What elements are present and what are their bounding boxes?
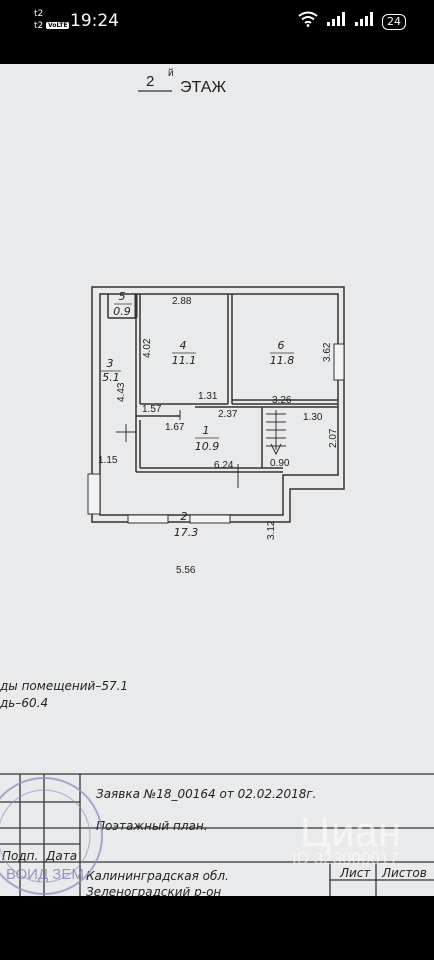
plan-type: Поэтажный план. (96, 819, 208, 833)
signal-icon (354, 12, 374, 31)
battery-indicator: 24 (382, 13, 406, 30)
watermark-id: ID 323000017 (292, 849, 399, 868)
dimension-label: 4.43 (116, 382, 127, 402)
room-area: 11.1 (172, 354, 197, 367)
dimension-label: 1.67 (165, 422, 185, 433)
status-bar: t2 t2 VoLTE 19:24 (0, 0, 434, 64)
dimension-label: 3.26 (272, 395, 292, 406)
room-area: 11.8 (270, 354, 295, 367)
staircase (266, 410, 286, 456)
dimension-label: 3.62 (322, 342, 333, 362)
watermark-brand: Циан (300, 808, 401, 855)
seal-stamp: ВОИД ЗЕМ (0, 777, 103, 895)
room-number: 5 (119, 290, 126, 303)
floor-label: ЭТАЖ (180, 79, 226, 96)
windows (87, 343, 345, 524)
area-notes: ды помещений–57.1 дь–60.4 (0, 679, 128, 710)
dimension-label: 1.30 (303, 412, 323, 423)
dimension-label: 6.24 (214, 460, 234, 471)
dimension-label: 2.88 (172, 296, 192, 307)
room-number: 4 (180, 339, 187, 352)
seal-text: ВОИД ЗЕМ (6, 866, 84, 883)
address-district: Зеленоградский р-он (86, 885, 221, 896)
watermark: Циан ID 323000017 (292, 808, 401, 868)
dimension-label: 2.37 (218, 409, 238, 420)
room-area: 0.9 (113, 305, 131, 318)
floor-title: 2 й ЭТАЖ (138, 68, 226, 96)
column-signature: Подп. (2, 849, 38, 863)
room-area: 5.1 (102, 371, 120, 384)
carrier-label: t2 (34, 21, 44, 31)
dimension-label: 5.56 (176, 565, 196, 576)
room-labels: 5 0.9 4 11.1 6 11.8 3 5.1 1 10.9 2 17.3 (101, 290, 294, 539)
column-date: Дата (45, 849, 77, 863)
room-number: 1 (203, 424, 210, 437)
room-number: 3 (107, 357, 114, 370)
room-number: 2 (181, 510, 188, 523)
room-area: 17.3 (174, 526, 199, 539)
dimension-label: 1.57 (142, 404, 162, 415)
dimension-labels: 2.88 4.02 3.62 4.43 1.31 3.26 1.57 2.37 … (98, 296, 339, 576)
dimension-label: 4.02 (142, 338, 153, 358)
dimension-label: 0.90 (270, 458, 290, 469)
sheets-label: Листов (381, 866, 427, 880)
floor-plan-image: 2 й ЭТАЖ (0, 64, 434, 896)
dimension-label: 2.07 (328, 428, 339, 448)
stamp-table-text: Заявка №18_00164 от 02.02.2018г. Поэтажн… (2, 787, 427, 896)
door-marks (116, 410, 239, 488)
carrier-label: t2 (34, 9, 44, 19)
navigation-bar (0, 896, 434, 960)
clock: 19:24 (70, 11, 119, 31)
address-region: Калининградская обл. (86, 869, 229, 883)
dimension-label: 1.31 (198, 391, 218, 402)
floor-number: 2 (146, 73, 154, 90)
rooms-area-note: ды помещений–57.1 (0, 679, 128, 693)
room-number: 6 (278, 339, 285, 352)
dimension-label: 1.15 (98, 455, 118, 466)
sheet-label: Лист (339, 866, 371, 880)
wifi-icon (298, 11, 318, 32)
volte-badge: VoLTE (46, 22, 70, 29)
floor-number-suffix: й (168, 68, 174, 79)
request-number: Заявка №18_00164 от 02.02.2018г. (96, 787, 316, 801)
dimension-label: 3.12 (266, 520, 277, 540)
signal-icon (326, 12, 346, 31)
room-area: 10.9 (195, 440, 220, 453)
total-area-note: дь–60.4 (0, 696, 48, 710)
